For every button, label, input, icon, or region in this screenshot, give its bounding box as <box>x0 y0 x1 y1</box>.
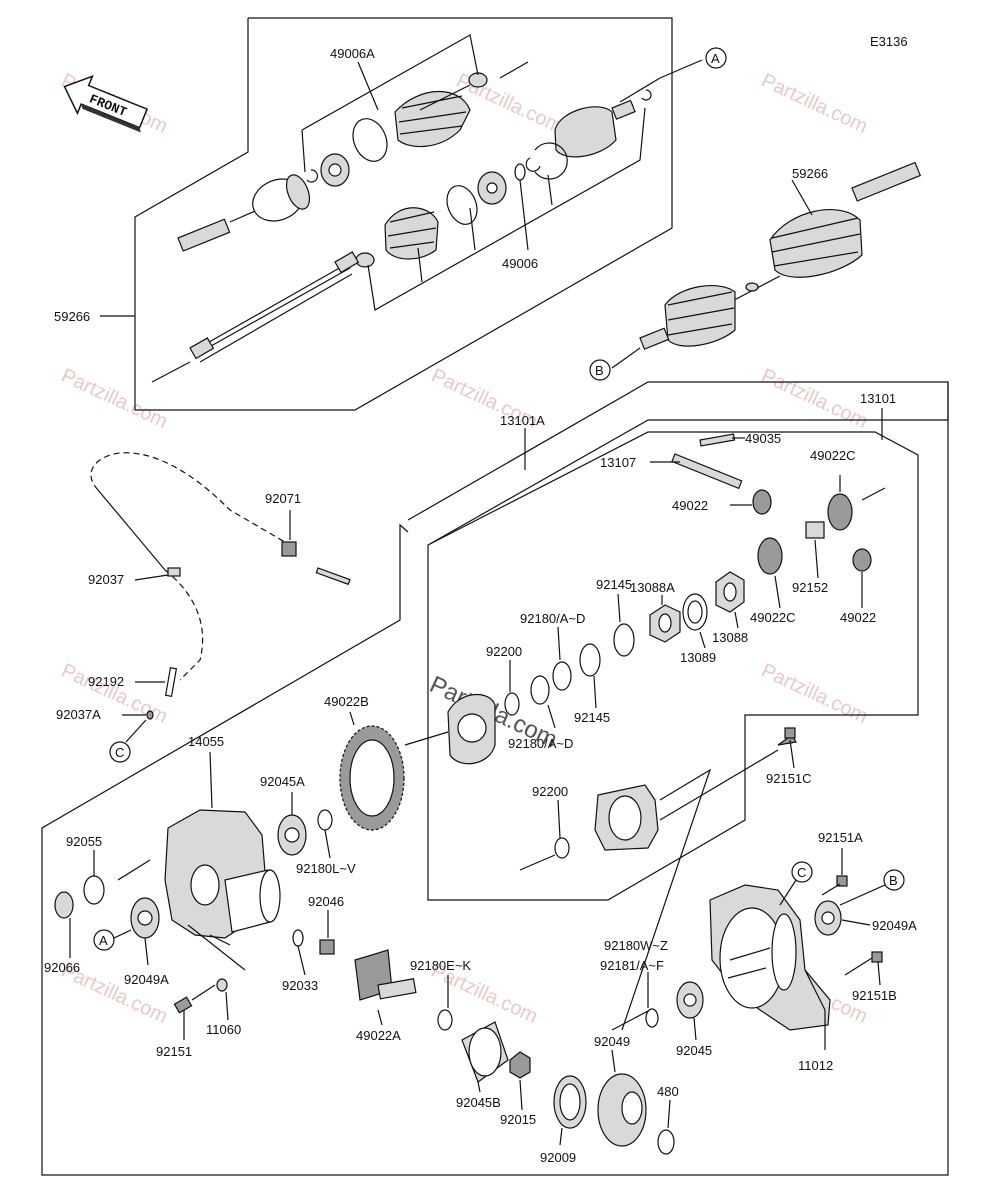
label-92037: 92037 <box>88 572 124 587</box>
pinion-gear-group: 49022A 92180E~K 92045B 92015 92009 92049… <box>354 949 679 1165</box>
left-shaft-upper <box>177 153 350 252</box>
label-92151: 92151 <box>156 1044 192 1059</box>
label-92046: 92046 <box>308 894 344 909</box>
label-92066: 92066 <box>44 960 80 975</box>
cv-joint-upper <box>525 89 652 180</box>
label-14055: 14055 <box>188 734 224 749</box>
callout-B-right <box>883 869 905 891</box>
pinion-shaft-group: 13107 49035 49022 49022C 92152 49022C 49… <box>600 431 886 625</box>
long-shaft <box>189 251 360 363</box>
label-92049A-left: 92049A <box>124 972 169 987</box>
differential-case <box>404 693 496 765</box>
callout-B-top <box>589 359 611 381</box>
callout-A-top <box>705 47 727 69</box>
label-92045B: 92045B <box>456 1095 501 1110</box>
label-92015: 92015 <box>500 1112 536 1127</box>
final-gear-case: 11012 92049A B C 92151A 92151B 92045 921… <box>600 830 917 1073</box>
label-92180LV: 92180L~V <box>296 861 356 876</box>
label-49022-top: 49022 <box>672 498 708 513</box>
label-49035: 49035 <box>745 431 781 446</box>
label-49006: 49006 <box>502 256 538 271</box>
svg-text:B: B <box>889 873 898 888</box>
svg-text:Partzilla.com: Partzilla.com <box>58 365 171 433</box>
label-92049A-right: 92049A <box>872 918 917 933</box>
label-49022A: 49022A <box>356 1028 401 1043</box>
label-49022B: 49022B <box>324 694 369 709</box>
washers-group: 13088A 13089 13088 92145 92145 92180/A~D… <box>486 571 748 751</box>
label-49022C-top: 49022C <box>810 448 856 463</box>
right-shaft-group: 59266 B <box>589 161 922 381</box>
label-13089: 13089 <box>680 650 716 665</box>
label-49022C-bottom: 49022C <box>750 610 796 625</box>
label-49022-bottom: 49022 <box>840 610 876 625</box>
label-92151B: 92151B <box>852 988 897 1003</box>
svg-text:Partzilla.com: Partzilla.com <box>758 660 871 728</box>
label-92180WZ: 92180W~Z <box>604 938 668 953</box>
boot-upper <box>352 72 488 162</box>
bearing-housing: 92151C 92200 <box>519 727 812 1031</box>
label-11060: 11060 <box>206 1022 241 1037</box>
left-small-parts: 92055 92066 92049A A 92045A 92180L~V 920… <box>44 774 356 1059</box>
label-92033: 92033 <box>282 978 318 993</box>
label-92151C: 92151C <box>766 771 812 786</box>
label-11012: 11012 <box>798 1058 833 1073</box>
label-92200-top: 92200 <box>486 644 522 659</box>
svg-text:Partzilla.com: Partzilla.com <box>758 365 871 433</box>
label-92045: 92045 <box>676 1043 712 1058</box>
label-13101A: 13101A <box>500 413 545 428</box>
label-480: 480 <box>657 1084 679 1099</box>
label-92145-bottom: 92145 <box>574 710 610 725</box>
ring-gear: 49022B <box>324 694 405 831</box>
diagram-code: E3136 <box>870 34 908 49</box>
callout-C-left <box>109 741 131 763</box>
label-92180AD-bottom: 92180/A~D <box>508 736 573 751</box>
label-92152: 92152 <box>792 580 828 595</box>
label-92055: 92055 <box>66 834 102 849</box>
label-13088A: 13088A <box>630 580 675 595</box>
label-92009: 92009 <box>540 1150 576 1165</box>
label-92180AD-top: 92180/A~D <box>520 611 585 626</box>
label-92181AF: 92181/A~F <box>600 958 664 973</box>
label-13101: 13101 <box>860 391 896 406</box>
label-59266-right: 59266 <box>792 166 828 181</box>
label-13107: 13107 <box>600 455 636 470</box>
label-92151A: 92151A <box>818 830 863 845</box>
label-13088: 13088 <box>712 630 748 645</box>
svg-text:A: A <box>99 933 108 948</box>
differential-frame: 13101A 13101 <box>41 381 949 1176</box>
svg-text:C: C <box>115 745 124 760</box>
label-92192: 92192 <box>88 674 124 689</box>
callout-A-left <box>93 929 115 951</box>
label-92145-top: 92145 <box>596 577 632 592</box>
svg-text:Partzilla.com: Partzilla.com <box>758 70 871 138</box>
callout-C-right <box>791 861 813 883</box>
label-92037A: 92037A <box>56 707 101 722</box>
axle-shaft-group: 49006A 49006 59266 A <box>54 17 727 411</box>
label-92180EK: 92180E~K <box>410 958 471 973</box>
label-92200-mid: 92200 <box>532 784 568 799</box>
label-49006A: 49006A <box>330 46 375 61</box>
svg-text:A: A <box>711 51 720 66</box>
svg-text:B: B <box>595 363 604 378</box>
gear-case: 14055 <box>117 734 281 971</box>
label-92049: 92049 <box>594 1034 630 1049</box>
label-92071: 92071 <box>265 491 301 506</box>
label-92045A: 92045A <box>260 774 305 789</box>
svg-text:C: C <box>797 865 806 880</box>
pins-group: 92071 92037 92192 92037A C <box>56 452 351 763</box>
label-59266-left: 59266 <box>54 309 90 324</box>
boot-lower <box>355 163 526 268</box>
